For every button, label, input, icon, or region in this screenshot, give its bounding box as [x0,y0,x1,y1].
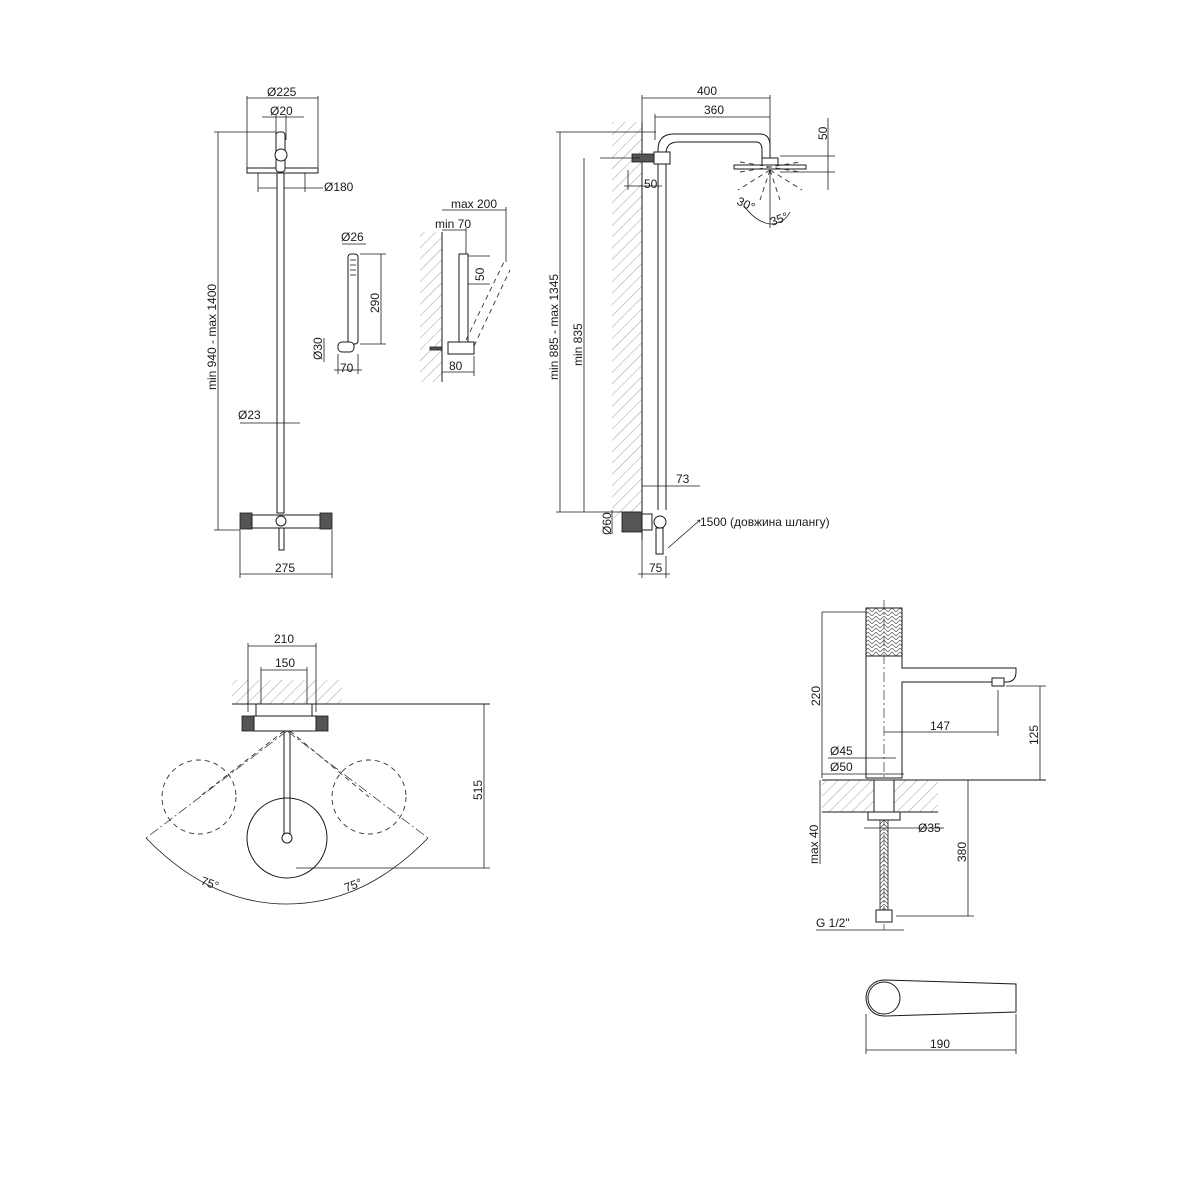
shower-plate-top [246,797,328,879]
shower-front-view: Ø225 Ø20 Ø180 Ø23 min 940 - max 1400 275 [205,85,354,578]
dim-mixer-width: 275 [275,561,295,575]
dim-side-height-range: min 885 - max 1345 [547,274,561,380]
dim-base-diameter: Ø30 [311,337,325,360]
dim-plate-diameter: Ø180 [324,180,354,194]
dim-holder-height: 50 [473,267,487,281]
shower-side-view: 400 360 50 50 30° 35° [547,84,835,578]
dim-wall-50: 50 [644,177,658,191]
dim-head-diameter: Ø225 [267,85,297,99]
dim-side-min-height: min 835 [571,323,585,366]
dim-angle-30: 30° [735,194,758,214]
shower-pipe-front [276,172,285,514]
dim-depth-75: 75 [649,561,663,575]
faucet-body [865,655,1017,779]
faucet-mount [873,779,895,817]
dim-d45: Ø45 [830,744,853,758]
dim-pipe-diameter: Ø23 [238,408,261,422]
dim-top-150: 150 [275,656,295,670]
dim-arm-360: 360 [704,103,724,117]
dim-angle-35: 35° [768,209,790,228]
faucet-top-outline [865,979,1017,1017]
dim-angle-right: 75° [342,875,364,894]
dim-faucet-220: 220 [809,686,823,706]
dim-arm-diameter: Ø20 [270,104,293,118]
holder-bar [458,253,469,347]
dim-height-range: min 940 - max 1400 [205,284,219,390]
dim-top-190: 190 [930,1037,950,1051]
dim-holder-min: min 70 [435,217,471,231]
mixer-outlet-side [655,527,664,555]
dim-d35: Ø35 [918,821,941,835]
mixer-body-top [253,715,317,732]
hose-length-note: 1500 (довжина шлангу) [700,515,830,529]
mixer-top-view: 210 150 75° 75° 515 [145,632,490,905]
dim-d50: Ø50 [830,760,853,774]
dim-arm-400: 400 [697,84,717,98]
mixer-outlet-front [278,527,285,551]
dim-spout-147: 147 [930,719,950,733]
dim-holder-depth: 80 [449,359,463,373]
dim-hand-width: 70 [340,361,354,375]
holder-view: max 200 min 70 50 80 [420,197,511,382]
hand-shower-view: Ø26 290 Ø30 70 [311,230,386,375]
dim-holder-max: max 200 [451,197,497,211]
faucet-top-view: 190 [865,979,1017,1054]
dim-head-height: 50 [816,126,830,140]
dim-length-380: 380 [955,842,969,862]
dim-hand-length: 290 [368,293,382,313]
dim-offset-73: 73 [676,472,690,486]
dim-d60: Ø60 [600,512,614,535]
dim-reach-515: 515 [471,780,485,800]
dim-angle-left: 75° [199,874,221,893]
supply-hose [879,819,889,913]
shower-arm-side [657,133,771,510]
dim-handle-diameter: Ø26 [341,230,364,244]
hand-shower-body [347,253,359,345]
basin-faucet-view: 220 147 125 Ø45 Ø50 Ø35 max 40 380 G 1/2… [807,600,1046,931]
dim-max-40: max 40 [807,824,821,864]
dim-top-210: 210 [274,632,294,646]
dim-thread: G 1/2" [816,916,850,930]
dim-spout-125: 125 [1027,725,1041,745]
